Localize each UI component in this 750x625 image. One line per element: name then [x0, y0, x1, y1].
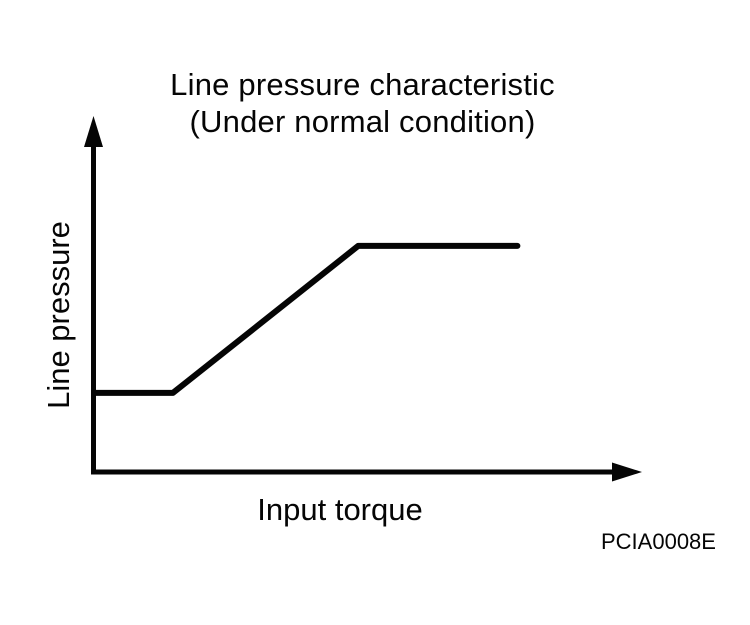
y-axis-label: Line pressure [41, 221, 76, 409]
figure-code: PCIA0008E [601, 529, 716, 554]
y-axis-arrowhead-icon [84, 116, 103, 147]
x-axis-arrowhead-icon [612, 462, 642, 482]
chart-title-line2: (Under normal condition) [189, 104, 536, 139]
chart-title: Line pressure characteristic (Under norm… [90, 66, 635, 140]
chart-title-line1: Line pressure characteristic [170, 67, 555, 102]
x-axis-label: Input torque [257, 492, 423, 527]
pressure-curve [92, 242, 521, 396]
